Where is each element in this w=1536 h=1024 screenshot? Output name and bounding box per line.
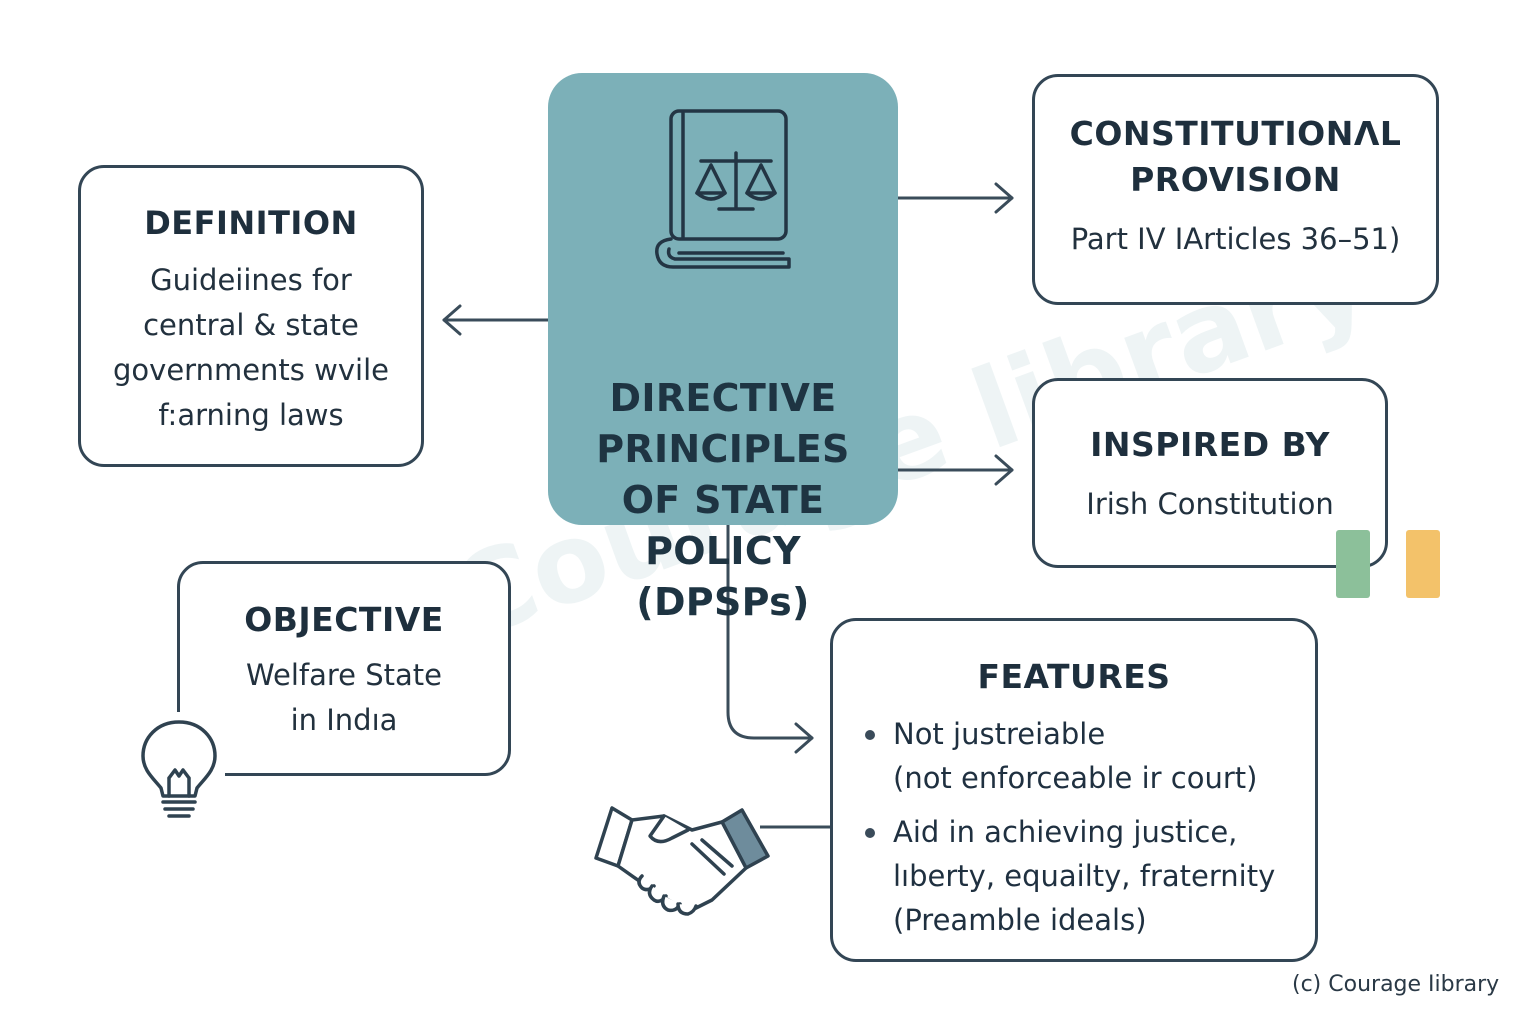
copyright-text: (c) Courage Iibrary [1292, 972, 1500, 997]
lightbulb-icon [135, 712, 225, 832]
objective-box: OBJECTIVE Welfare State in Indıa [177, 561, 511, 776]
constitutional-text: Part IV IArticles 36–51) [1070, 222, 1401, 256]
definition-line: central & state [143, 308, 359, 342]
arrow-to-features [726, 523, 814, 754]
arrow-to-constitutional [896, 182, 1014, 214]
features-item-line: Not justreiable [893, 717, 1106, 751]
irish-flag-green-stripe [1336, 530, 1370, 598]
objective-text: Welfare State in Indıa [180, 653, 508, 743]
definition-line: f:arning laws [158, 398, 344, 432]
features-item-line: (not enforceable ir court) [893, 761, 1258, 795]
definition-title: DEFINITION [144, 204, 358, 242]
definition-text: Guideiines for central & state governmen… [81, 258, 421, 438]
arrow-to-definition [442, 304, 550, 336]
center-title-line: DIRECTIVE [609, 376, 837, 420]
definition-line: Guideiines for [150, 263, 352, 297]
handshake-icon [594, 806, 770, 916]
features-item-line: lıberty, equailty, fraternity [893, 859, 1276, 893]
center-dpsp-box: DIRECTIVE PRINCIPLES OF STATE POLICY (DP… [548, 73, 898, 624]
center-title-line: PRINCIPLES [596, 427, 850, 471]
center-title-line: OF STATE POLICY [621, 478, 825, 573]
arrow-to-inspired [896, 454, 1014, 486]
definition-box: DEFINITION Guideiines for central & stat… [78, 165, 424, 467]
constitutional-title-line: CONSTITUTIONΛL [1069, 114, 1402, 153]
inspired-title: INSPIRED BY [1090, 425, 1330, 464]
definition-line: governments wvile [113, 353, 389, 387]
features-list: Not justreiable (not enforceable ir cour… [833, 712, 1315, 942]
features-box: FEATURES Not justreiable (not enforceabl… [830, 618, 1318, 962]
objective-line: in Indıa [290, 703, 398, 737]
features-item-line: Aid in achieving justice, [893, 815, 1238, 849]
irish-flag-orange-stripe [1406, 530, 1440, 598]
constitutional-provision-box: CONSTITUTIONΛL PROVISION Part IV IArticl… [1032, 74, 1439, 305]
center-title-line: (DPSPs) [636, 580, 810, 624]
constitutional-title-line: PROVISION [1130, 160, 1341, 199]
objective-line: Welfare State [246, 658, 442, 692]
objective-title: OBJECTIVE [244, 600, 444, 639]
inspired-text: Irish Constitution [1086, 487, 1334, 521]
features-title: FEATURES [977, 657, 1171, 696]
constitutional-title: CONSTITUTIONΛL PROVISION [1035, 111, 1436, 203]
features-item-line: (Preamble ideals) [893, 903, 1147, 937]
center-title: DIRECTIVE PRINCIPLES OF STATE POLICY (DP… [548, 373, 898, 628]
inspired-by-box: INSPIRED BY Irish Constitution [1032, 378, 1388, 568]
law-book-scales-icon [655, 109, 791, 269]
features-list-item: Not justreiable (not enforceable ir cour… [865, 712, 1315, 800]
features-list-item: Aid in achieving justice, lıberty, equai… [865, 810, 1315, 942]
